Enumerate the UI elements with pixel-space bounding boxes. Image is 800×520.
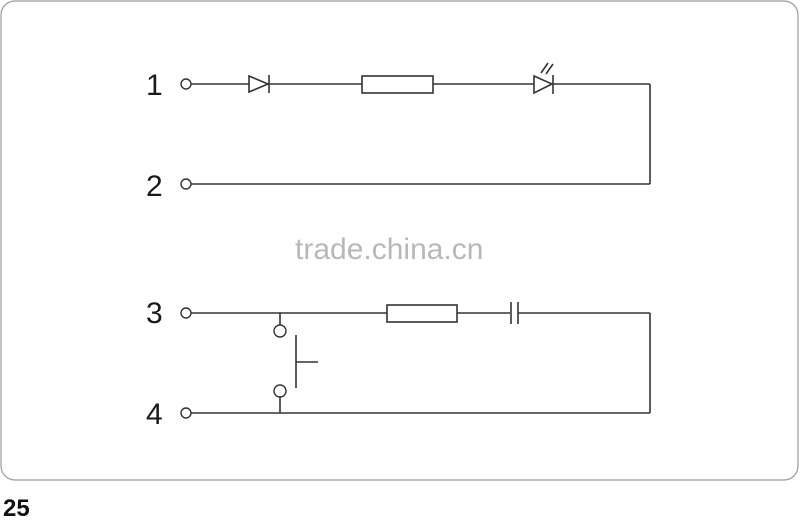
terminal-2 bbox=[180, 178, 192, 190]
lower-circuit bbox=[191, 302, 651, 414]
push-button-switch-symbol bbox=[273, 313, 318, 413]
page-number: 25 bbox=[3, 495, 30, 520]
upper-circuit bbox=[191, 62, 651, 185]
terminal-4 bbox=[180, 407, 192, 419]
terminal-3 bbox=[180, 307, 192, 319]
watermark-text: trade.china.cn bbox=[295, 233, 483, 266]
led-symbol bbox=[533, 62, 554, 95]
resistor-symbol bbox=[361, 75, 434, 94]
terminal-2-label: 2 bbox=[146, 170, 163, 203]
terminal-1 bbox=[180, 78, 192, 90]
diagram-panel bbox=[0, 0, 799, 481]
terminal-1-label: 1 bbox=[146, 69, 163, 102]
terminal-3-label: 3 bbox=[146, 297, 163, 330]
resistor-symbol bbox=[386, 304, 458, 323]
terminal-4-label: 4 bbox=[146, 398, 163, 431]
